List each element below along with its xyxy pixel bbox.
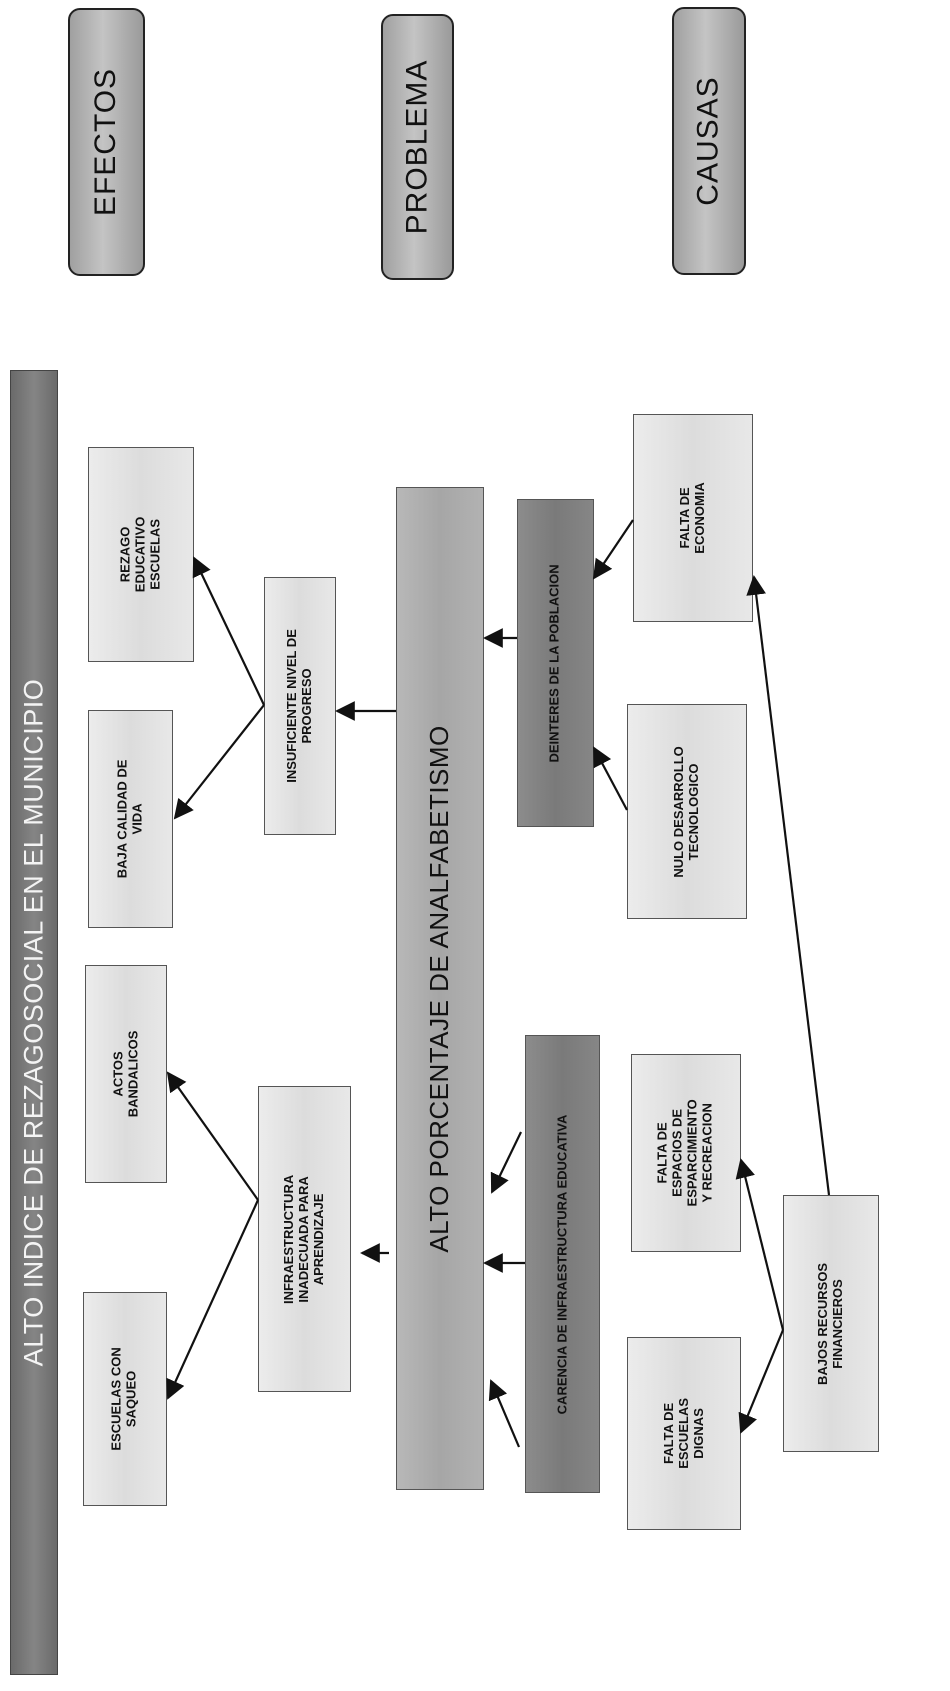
diagram-title: ALTO INDICE DE REZAGOSOCIAL EN EL MUNICI… bbox=[10, 370, 58, 1675]
header-problema: PROBLEMA bbox=[381, 14, 454, 280]
cause-nulo-desarrollo: NULO DESARROLLO TECNOLOGICO bbox=[627, 704, 747, 919]
cause-carencia-infraestructura: CARENCIA DE INFRAESTRUCTURA EDUCATIVA bbox=[525, 1035, 600, 1493]
effect-actos-bandalicos: ACTOS BANDALICOS bbox=[85, 965, 167, 1183]
arrow-bajos-to-economia bbox=[746, 575, 831, 1196]
cause-desinteres-poblacion: DEINTERES DE LA POBLACION bbox=[517, 499, 594, 827]
arrow-economia-to-desinteres bbox=[592, 519, 634, 580]
effect-infraestructura-inadecuada: INFRAESTRUCTURA INADECUADA PARA APRENDIZ… bbox=[258, 1086, 351, 1392]
cause-falta-escuelas: FALTA DE ESCUELAS DIGNAS bbox=[627, 1337, 741, 1530]
arrow-infraestructura-to-escuelas bbox=[166, 1199, 260, 1400]
effect-escuelas-saqueo: ESCUELAS CON SAQUEO bbox=[83, 1292, 167, 1506]
cause-bajos-recursos: BAJOS RECURSOS FINANCIEROS bbox=[783, 1195, 879, 1452]
effect-rezago-educativo: REZAGO EDUCATIVO ESCUELAS bbox=[88, 447, 194, 662]
arrow-nulo-to-desinteres bbox=[593, 746, 628, 811]
arrow-bajos-to-escuelas bbox=[738, 1329, 785, 1434]
arrow-insuficiente-to-baja-calidad bbox=[173, 704, 265, 820]
cause-falta-espacios: FALTA DE ESPACIOS DE ESPARCIMIENTO Y REC… bbox=[631, 1054, 741, 1252]
cause-falta-economia: FALTA DE ECONOMIA bbox=[633, 414, 753, 622]
header-efectos: EFECTOS bbox=[68, 8, 145, 276]
arrow-carencia-to-problem-upper bbox=[490, 1131, 522, 1194]
effect-baja-calidad-vida: BAJA CALIDAD DE VIDA bbox=[88, 710, 173, 928]
arrow-infraestructura-to-actos bbox=[166, 1071, 259, 1201]
header-causas: CAUSAS bbox=[672, 7, 746, 275]
arrow-insuficiente-to-rezago bbox=[192, 556, 265, 706]
central-problem: ALTO PORCENTAJE DE ANALFABETISMO bbox=[396, 487, 484, 1490]
arrow-bajos-to-espacios bbox=[735, 1158, 785, 1331]
arrow-carencia-to-problem-lower bbox=[488, 1379, 521, 1448]
